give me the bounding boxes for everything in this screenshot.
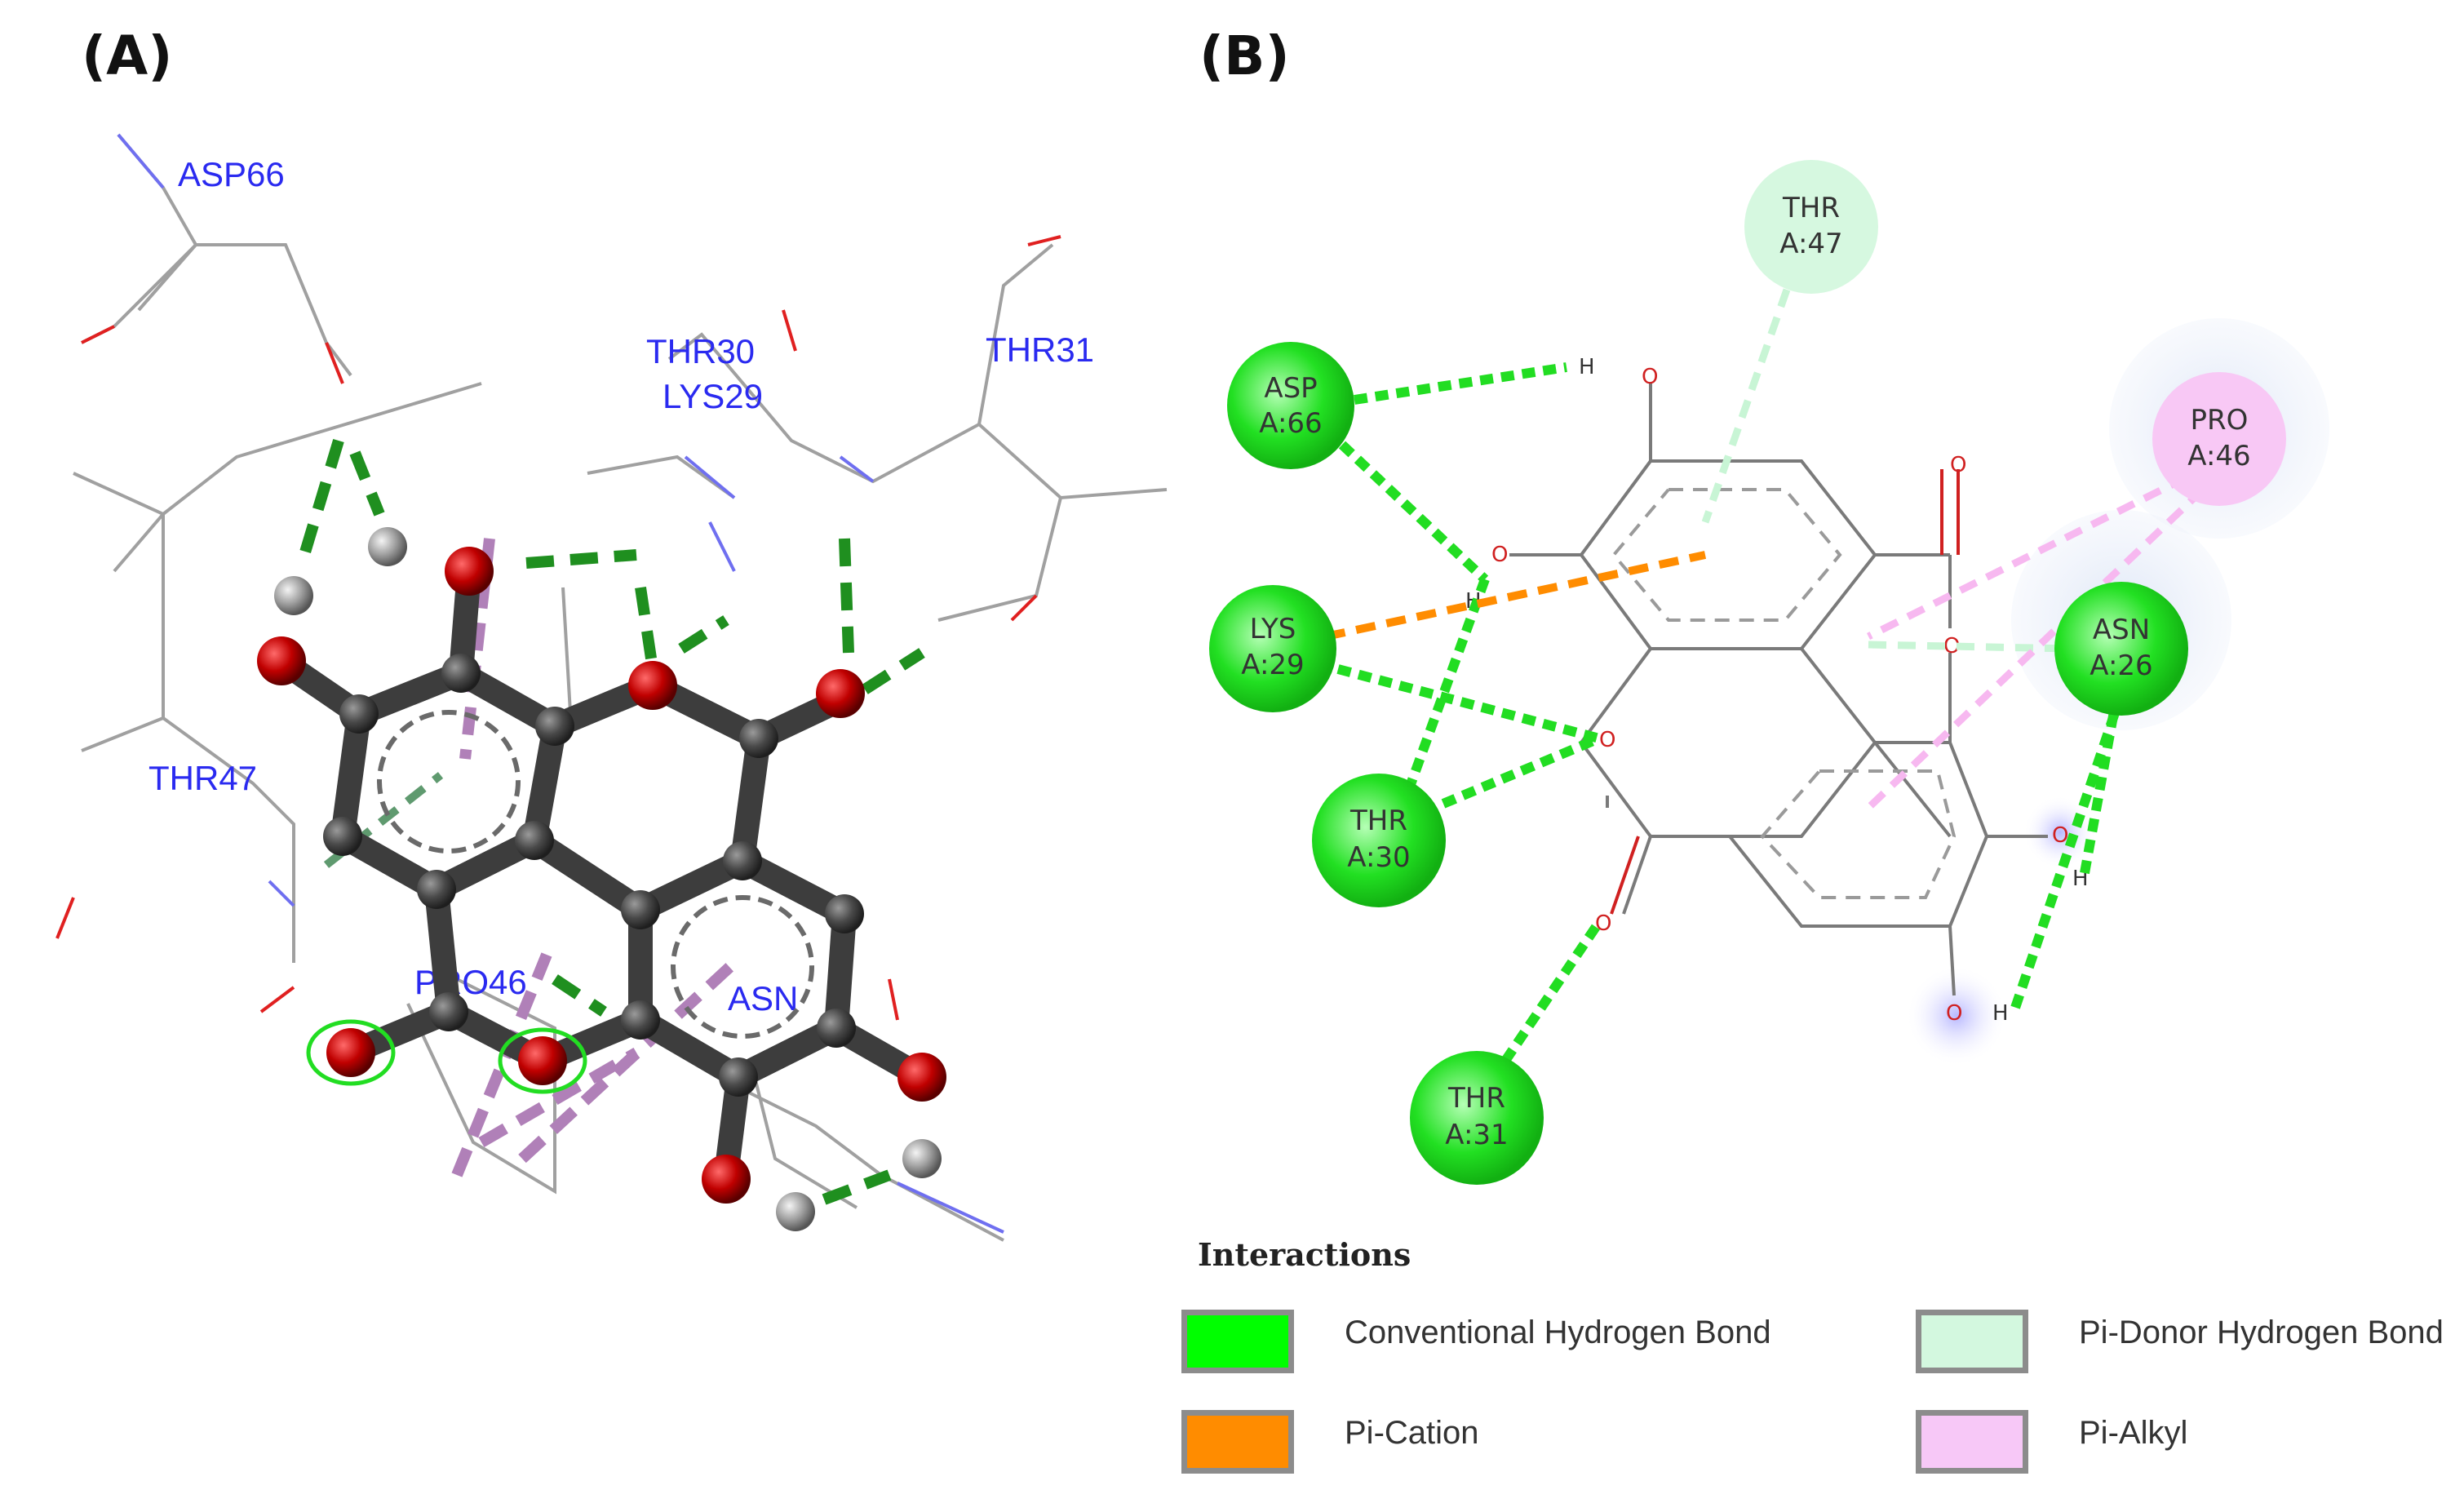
residue-name: LYS (1250, 613, 1296, 645)
residue-name: THR (1349, 805, 1407, 837)
ligand-skeleton-2d (1509, 384, 2048, 996)
residue-disc-lys29[interactable]: LYS A:29 (1209, 585, 1336, 712)
oxygen-label: O (2052, 823, 2068, 848)
oxygen-label: O (1950, 453, 1966, 477)
residue-3d-label: ASP66 (178, 155, 285, 193)
hydrogen-label: H (1579, 355, 1595, 379)
residue-chain: A:29 (1241, 649, 1304, 681)
residue-disc-asp66[interactable]: ASP A:66 (1227, 342, 1354, 469)
protein-polar-bonds (55, 133, 1061, 1234)
ligand-atoms-3d (257, 527, 946, 1231)
residue-name: PRO (2191, 404, 2249, 437)
residue-chain: A:26 (2090, 650, 2152, 682)
residue-disc-thr31[interactable]: THR A:31 (1410, 1051, 1544, 1185)
oxygen-label: O (1599, 728, 1615, 752)
legend-label: Pi-Alkyl (2079, 1415, 2188, 1451)
residue-disc-thr47[interactable]: THR A:47 (1744, 160, 1878, 294)
legend-swatch (1181, 1410, 1294, 1474)
panel-b-label: (B) (1199, 24, 1290, 87)
oxygen-label: O (1642, 365, 1658, 389)
legend-title: Interactions (1198, 1236, 1411, 1273)
residue-chain: A:46 (2187, 440, 2250, 472)
residue-name: ASN (2093, 614, 2150, 646)
panel-b-2d-diagram: O H O O H O O O O H O H ASP A:66 (1209, 160, 2329, 1185)
residue-disc-thr30[interactable]: THR A:30 (1312, 774, 1446, 907)
pi-cation-line (1324, 551, 1707, 641)
oxygen-label: O (1946, 1001, 1962, 1026)
legend-label: Pi-Donor Hydrogen Bond (2079, 1315, 2444, 1350)
hydrogen-label: H (1992, 1001, 2009, 1026)
ligand-double-bonds-2d (1610, 469, 1960, 915)
legend-label: Conventional Hydrogen Bond (1345, 1315, 1771, 1350)
pi-alkyl-dashes-3d (451, 538, 738, 1177)
residue-3d-label: ASN (728, 979, 798, 1018)
pi-alkyl-lines (1865, 473, 2206, 811)
oxygen-glow (1906, 965, 2007, 1066)
legend-swatch (1916, 1410, 2028, 1474)
ligand-atom-labels-2d: O H O O H O O O O H O H (1465, 355, 2089, 1026)
legend-swatch (1916, 1310, 2028, 1373)
conventional-hbond-lines (1336, 362, 2126, 1064)
residue-chain: A:47 (1779, 228, 1842, 260)
pi-donor-lines (1701, 288, 2073, 653)
residue-chain: A:66 (1259, 407, 1322, 440)
ligand-aromatic-rings-3d (377, 710, 814, 1039)
panel-a-label: (A) (82, 24, 173, 87)
residue-3d-label: THR31 (986, 330, 1094, 369)
panel-a-3d-view: ASP66 THR30 LYS29 THR31 THR47 PRO46 ASN (55, 133, 1168, 1242)
oxygen-label: O (1943, 634, 1960, 658)
selected-atom-markers (306, 1019, 587, 1094)
residue-disc-asn26[interactable]: ASN A:26 (2054, 582, 2188, 716)
residue-disc-pro46[interactable]: PRO A:46 (2152, 372, 2286, 506)
residue-name: THR (1447, 1082, 1505, 1115)
residue-name: THR (1782, 192, 1840, 224)
pi-donor-dashes-3d (323, 772, 444, 868)
oxygen-label: O (1491, 543, 1508, 567)
residue-3d-label: THR30 (646, 332, 755, 370)
legend-label: Pi-Cation (1345, 1415, 1479, 1451)
residue-3d-label: THR47 (148, 759, 257, 797)
residue-chain: A:31 (1445, 1119, 1508, 1151)
hbond-dashes-3d (296, 438, 925, 1205)
legend-swatch (1181, 1310, 1294, 1373)
residue-name: ASP (1264, 372, 1317, 405)
residue-3d-label: LYS29 (663, 377, 763, 415)
residue-chain: A:30 (1347, 841, 1410, 874)
ligand-aromatic-dashes-2d (1611, 488, 1957, 899)
